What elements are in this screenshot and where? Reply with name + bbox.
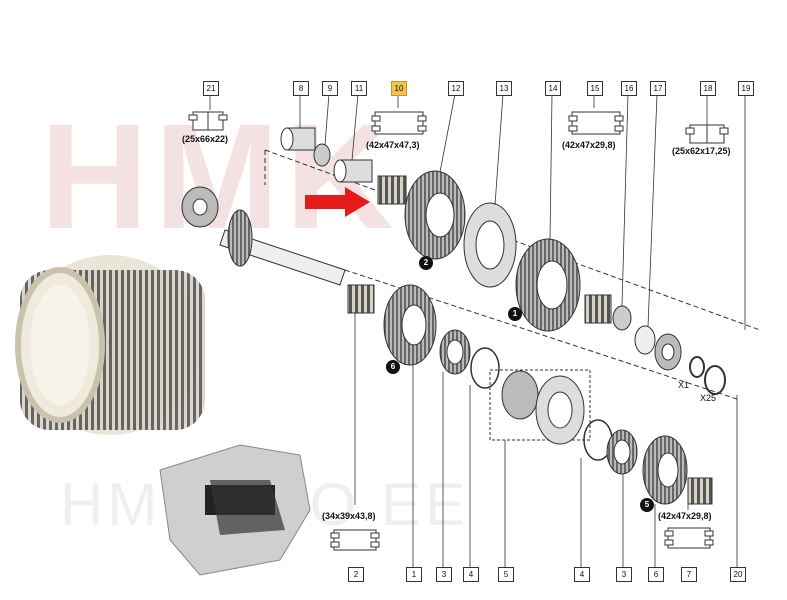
part-label-1: 1 [406,567,422,582]
bearing-symbol-10 [371,111,427,135]
bearing-symbol-18 [685,124,729,144]
part-label-17: 17 [650,81,666,96]
part-2-needle-bearing [347,284,375,314]
part-label-2: 2 [348,567,364,582]
part-label-19: 19 [738,81,754,96]
part-5-synchro-assembly [489,369,591,445]
part-label-14: 14 [545,81,561,96]
needle-bearing-photo [15,255,205,435]
bearing-symbol-7 [664,527,714,549]
part-15-needle-bearing [584,294,612,324]
part-label-5: 5 [498,567,514,582]
part-label-20: 20 [730,567,746,582]
part-18-ball-bearing [654,333,682,371]
part-label-9: 9 [322,81,338,96]
part-16-ring [612,305,632,331]
bearing-symbols [188,111,729,551]
gear-badge-1: 1 [508,307,522,321]
part-label-13: 13 [496,81,512,96]
gear-badge-2: 2 [419,256,433,270]
part-8-sleeve [280,127,316,151]
dimension-18: (25x62x17,25) [672,146,731,156]
part-label-6: 6 [648,567,664,582]
dimension-7: (42x47x29,8) [658,511,712,521]
part-label-7: 7 [681,567,697,582]
bearing-symbol-21 [188,111,228,131]
part-4-spring-ring [470,347,500,389]
part-1-gear [383,284,437,366]
part-17-washer [634,325,656,355]
part-9-washer [313,143,331,167]
part-13-synchro-hub [463,202,517,288]
dimension-15: (42x47x29,8) [562,140,616,150]
quantity-note-x1: X1 [678,380,690,390]
part-11-sleeve [333,159,373,183]
quantity-note-x25: X25 [700,393,717,403]
gear-badge-6: 6 [386,360,400,374]
part-label-4: 4 [463,567,479,582]
gearbox-housing-photo [159,444,311,576]
part-label-18: 18 [700,81,716,96]
gear-badge-5: 5 [640,498,654,512]
part-3b-synchro-ring [606,429,638,475]
dimension-10: (42x47x47,3) [366,140,420,150]
part-label-16: 16 [621,81,637,96]
highlight-arrow [305,187,370,217]
part-20-circlip [704,365,726,395]
part-label-21: 21 [203,81,219,96]
part-10-needle-bearing [377,175,407,205]
dimension-21: (25x66x22) [182,134,229,144]
dimension-2: (34x39x43,8) [322,511,376,521]
part-label-15: 15 [587,81,603,96]
part-label-4-second: 4 [574,567,590,582]
bearing-symbol-2 [330,529,380,551]
part-label-10-highlighted: 10 [391,81,407,96]
leader-lines [209,93,746,567]
part-3-synchro-ring [439,329,471,375]
part-label-8: 8 [293,81,309,96]
assembly-axis-lines [264,149,761,401]
main-shaft [181,186,346,286]
bearing-symbol-15 [568,111,624,135]
part-12-gear [404,170,466,260]
part-label-3-second: 3 [616,567,632,582]
part-label-12: 12 [448,81,464,96]
part-7-needle-bearing [687,477,713,505]
part-14-gear [515,238,581,332]
part-label-3: 3 [436,567,452,582]
part-label-11: 11 [351,81,367,96]
part-19-circlip [689,356,705,378]
part-6-gear [642,435,688,505]
